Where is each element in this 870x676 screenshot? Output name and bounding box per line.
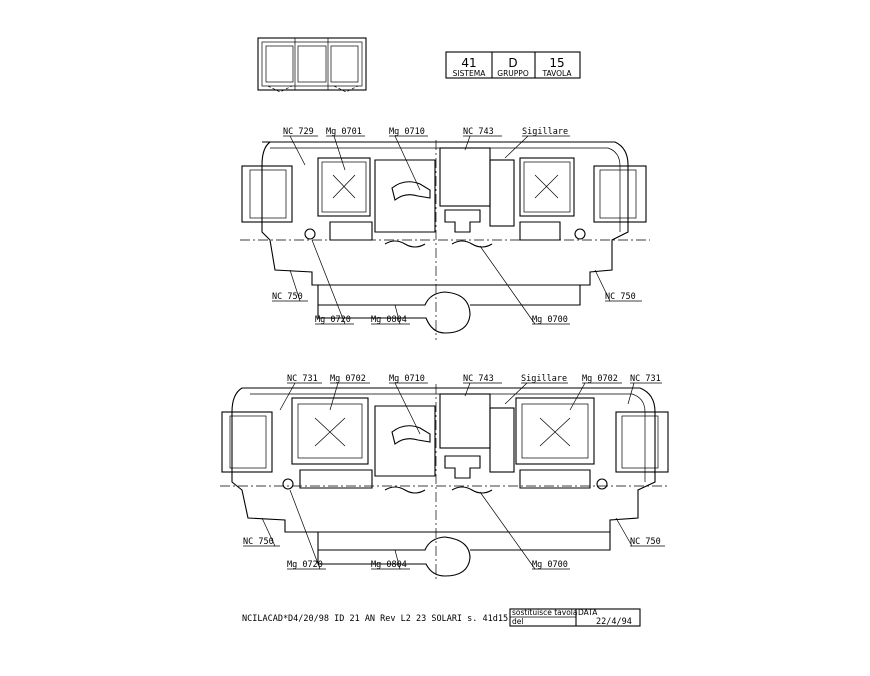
label-mg0702-left: Mg 0702	[330, 374, 366, 384]
footer: NCILACAD*D4/20/98 ID 21 AN Rev L2 23 SOL…	[242, 608, 641, 627]
label-nc729: NC 729	[283, 127, 314, 137]
data-label: DATA	[578, 608, 598, 617]
window-thumbnail	[257, 37, 367, 93]
tavola-value: 15	[549, 56, 564, 70]
label-nc750-top-left: NC 750	[272, 292, 303, 302]
file-reference: NCILACAD*D4/20/98 ID 21 AN Rev L2 23 SOL…	[242, 614, 508, 624]
label-sigillare-bottom: Sigillare	[521, 374, 567, 384]
label-mg0701: Mg 0701	[326, 127, 362, 137]
label-mg0700-top: Mg 0700	[532, 315, 568, 325]
glass-left-top	[241, 165, 293, 223]
sistema-value: 41	[461, 56, 476, 70]
section-top	[240, 140, 650, 340]
section-bottom	[220, 384, 670, 582]
del-label: del	[512, 617, 523, 626]
gruppo-label: GRUPPO	[497, 69, 529, 78]
label-mg0804-top: Mg 0804	[371, 315, 407, 325]
sostituisce-label: sostituisce tavola	[512, 608, 577, 617]
label-mg0710-bottom: Mg 0710	[389, 374, 425, 384]
label-nc743-bottom: NC 743	[463, 374, 494, 384]
label-mg0702-right: Mg 0702	[582, 374, 618, 384]
glass-left-bottom	[221, 411, 273, 473]
glass-right-bottom	[615, 411, 669, 473]
label-mg0720-bottom: Mg 0720	[287, 560, 323, 570]
label-nc731-left: NC 731	[287, 374, 318, 384]
label-nc750-bottom-right: NC 750	[630, 537, 661, 547]
label-nc731-right: NC 731	[630, 374, 661, 384]
label-mg0720-top: Mg 0720	[315, 315, 351, 325]
label-mg0804-bottom: Mg 0804	[371, 560, 407, 570]
label-mg0710-top: Mg 0710	[389, 127, 425, 137]
label-nc743-top: NC 743	[463, 127, 494, 137]
sistema-label: SISTEMA	[453, 69, 487, 78]
label-nc750-bottom-left: NC 750	[243, 537, 274, 547]
data-value: 22/4/94	[596, 617, 632, 627]
gruppo-value: D	[508, 56, 517, 70]
section-bottom-labels: NC 731 Mg 0702 Mg 0710 NC 743 Sigillare …	[243, 374, 665, 570]
label-mg0700-bottom: Mg 0700	[532, 560, 568, 570]
tavola-label: TAVOLA	[541, 69, 572, 78]
label-nc750-top-right: NC 750	[605, 292, 636, 302]
section-top-labels: NC 729 Mg 0701 Mg 0710 NC 743 Sigillare …	[272, 127, 642, 325]
label-sigillare-top: Sigillare	[522, 127, 568, 137]
title-block: 41 SISTEMA D GRUPPO 15 TAVOLA	[445, 51, 581, 79]
